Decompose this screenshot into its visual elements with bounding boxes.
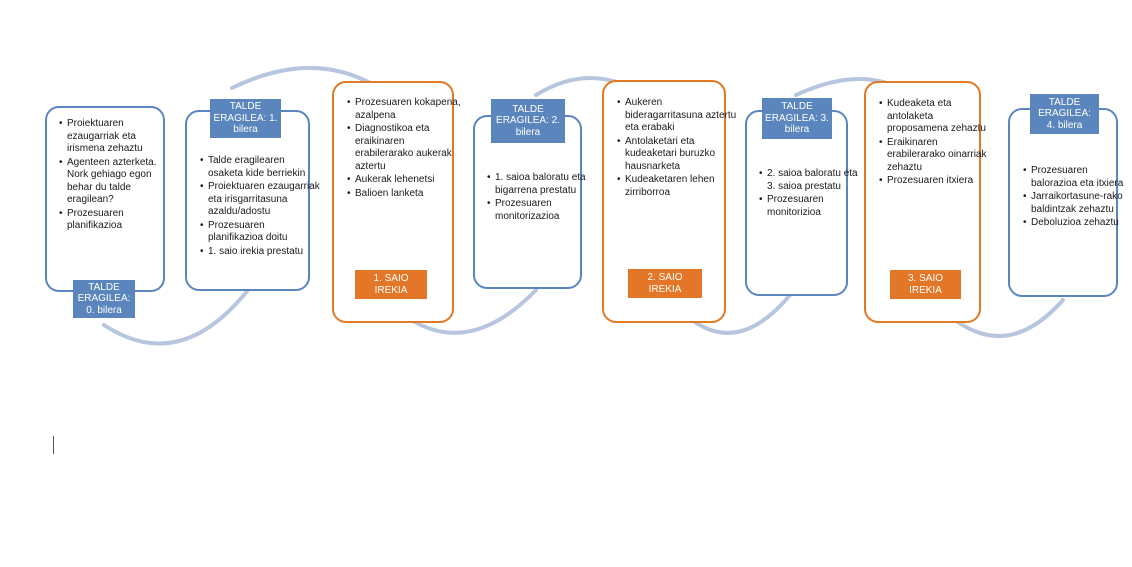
step-item: Balioen lanketa xyxy=(347,188,465,201)
step-tag-team-meeting-4: TALDE ERAGILEA: 4. bilera xyxy=(1030,94,1099,134)
step-item: Diagnostikoa eta eraikinaren erabilerara… xyxy=(347,123,465,173)
step-item: 2. saioa baloratu eta 3. saioa prestatu xyxy=(759,168,861,193)
step-card-open-session-1: Prozesuaren kokapena, azalpena Diagnosti… xyxy=(332,81,461,323)
step-tag-open-session-3: 3. SAIO IREKIA xyxy=(890,270,961,299)
step-item: Antolaketari eta kudeaketari buruzko hau… xyxy=(617,136,737,174)
connector-arc xyxy=(230,65,374,90)
step-item: Proiektuaren ezaugarriak eta irismena ze… xyxy=(59,118,175,156)
step-item: Prozesuaren kokapena, azalpena xyxy=(347,97,465,122)
step-tag-open-session-2: 2. SAIO IREKIA xyxy=(628,269,702,298)
step-tag-team-meeting-1: TALDE ERAGILEA: 1. bilera xyxy=(210,99,281,138)
step-item: Jarraikortasune-rako baldintzak zehaztu xyxy=(1023,191,1129,216)
step-item: Eraikinaren erabilerarako oinarriak zeha… xyxy=(879,137,993,175)
step-card-team-meeting-0: Proiektuaren ezaugarriak eta irismena ze… xyxy=(45,106,165,292)
step-item: Aukerak lehenetsi xyxy=(347,174,465,187)
step-item: Prozesuaren planifikazioa doitu xyxy=(200,220,320,245)
step-card-team-meeting-3: 2. saioa baloratu eta 3. saioa prestatu … xyxy=(745,110,858,296)
step-item: Kudeaketaren lehen zirriborroa xyxy=(617,174,737,199)
step-tag-team-meeting-3: TALDE ERAGILEA: 3. bilera xyxy=(762,98,832,139)
connector-arc xyxy=(953,298,1065,338)
step-item: 1. saioa baloratu eta bigarrena prestatu xyxy=(487,172,593,197)
step-item: Prozesuaren monitorizioa xyxy=(759,194,861,219)
step-item: 1. saio irekia prestatu xyxy=(200,246,320,259)
step-card-team-meeting-2: 1. saioa baloratu eta bigarrena prestatu… xyxy=(473,115,586,289)
step-item: Aukeren bideragarritasuna aztertu eta er… xyxy=(617,97,737,135)
connector-arc xyxy=(406,288,538,335)
step-item: Deboluzioa zehaztu xyxy=(1023,217,1129,230)
text-cursor xyxy=(53,436,54,454)
step-item: Prozesuaren itxiera xyxy=(879,175,993,188)
step-item: Prozesuaren balorazioa eta itxiera xyxy=(1023,165,1129,190)
step-card-open-session-2: Aukeren bideragarritasuna aztertu eta er… xyxy=(602,80,736,323)
connector-arc xyxy=(102,288,250,346)
step-item: Prozesuaren planifikazioa xyxy=(59,208,175,233)
step-item: Kudeaketa eta antolaketa proposamena zeh… xyxy=(879,98,993,136)
step-item: Prozesuaren monitorizazioa xyxy=(487,198,593,223)
step-tag-team-meeting-2: TALDE ERAGILEA: 2. bilera xyxy=(491,99,565,143)
step-card-team-meeting-4: Prozesuaren balorazioa eta itxiera Jarra… xyxy=(1008,108,1123,297)
step-item: Proiektuaren ezaugarriak eta irisgarrita… xyxy=(200,181,320,219)
step-tag-team-meeting-0: TALDE ERAGILEA: 0. bilera xyxy=(73,280,135,318)
step-item: Agenteen azterketa. Nork gehiago egon be… xyxy=(59,157,175,207)
step-card-open-session-3: Kudeaketa eta antolaketa proposamena zeh… xyxy=(864,81,987,323)
step-tag-open-session-1: 1. SAIO IREKIA xyxy=(355,270,427,299)
step-item: Talde eragilearen osaketa kide berriekin xyxy=(200,155,320,180)
connector-arc xyxy=(690,293,792,335)
